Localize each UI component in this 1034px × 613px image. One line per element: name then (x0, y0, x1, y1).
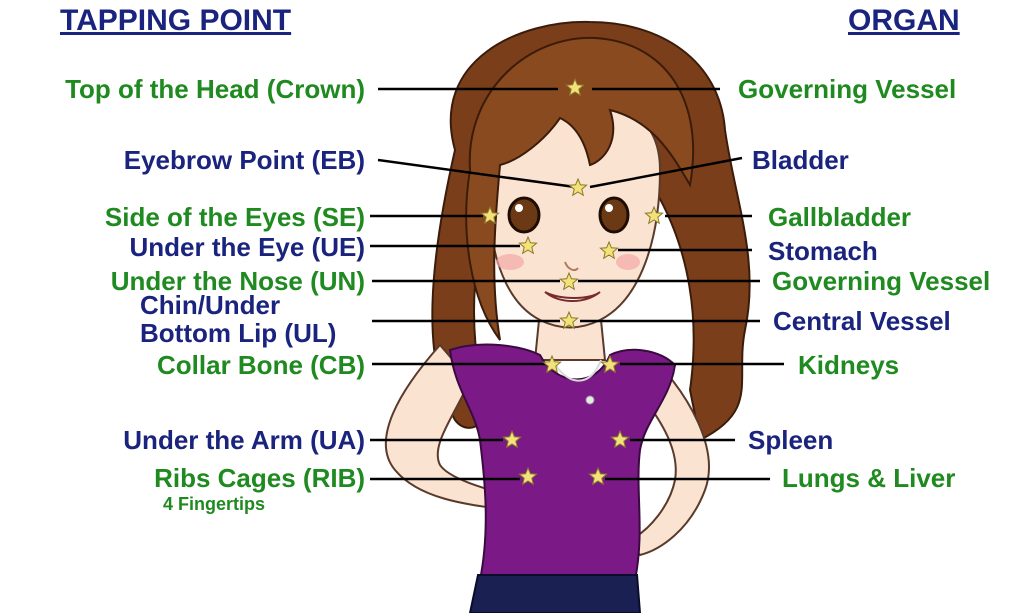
right-blush (616, 254, 640, 270)
organ-kidneys: Kidneys (798, 350, 899, 380)
organ-spleen: Spleen (748, 425, 833, 455)
organ-bladder: Bladder (752, 145, 849, 175)
organ-lungs-liver: Lungs & Liver (782, 463, 955, 493)
organ-gallbladder: Gallbladder (768, 202, 911, 232)
left-eye-shine (515, 204, 523, 212)
tapping-point-ribs: Ribs Cages (RIB) (154, 463, 365, 493)
tapping-point-ribs-note: 4 Fingertips (163, 494, 265, 514)
tapping-point-chin-line2: Bottom Lip (UL) (140, 318, 336, 348)
tapping-point-side-eye: Side of the Eyes (SE) (105, 202, 365, 232)
tapping-point-crown: Top of the Head (Crown) (65, 74, 365, 104)
tapping-point-under-arm: Under the Arm (UA) (123, 425, 365, 455)
organ-header: ORGAN (848, 6, 960, 36)
right-eye-shine (605, 204, 613, 212)
jeans (470, 575, 640, 613)
tapping-point-chin: Chin/Under (140, 290, 280, 320)
organ-stomach: Stomach (768, 236, 878, 266)
necklace-pendant (586, 396, 594, 404)
organ-governing-vessel-crown: Governing Vessel (738, 74, 956, 104)
organ-central-vessel: Central Vessel (773, 306, 951, 336)
left-eye (509, 198, 539, 232)
left-blush (496, 254, 524, 270)
organ-governing-vessel-nose: Governing Vessel (772, 266, 990, 296)
tapping-point-under-eye: Under the Eye (UE) (130, 232, 366, 262)
tapping-point-eyebrow: Eyebrow Point (EB) (124, 145, 365, 175)
right-eye (600, 198, 628, 232)
tapping-point-collar-bone: Collar Bone (CB) (157, 350, 365, 380)
tapping-point-header: TAPPING POINT (60, 6, 291, 36)
